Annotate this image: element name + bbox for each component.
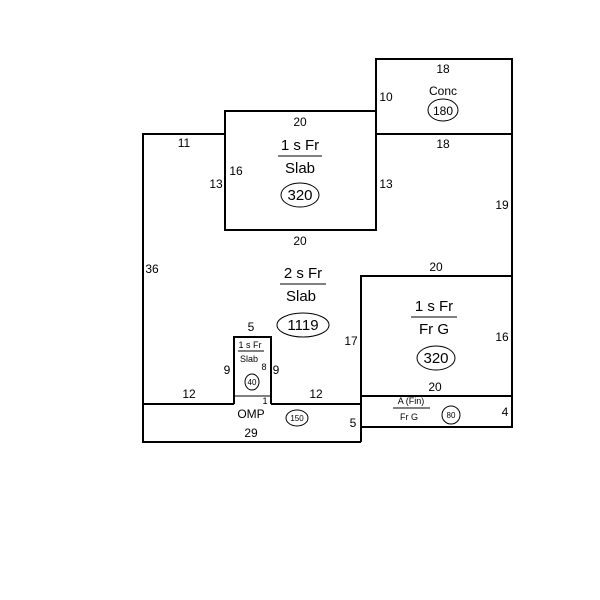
dim-porch-right-top: 12	[309, 387, 323, 401]
garage-area-ellipse	[427, 98, 459, 122]
porch-outline	[142, 404, 361, 443]
right-label-bottom: Fr G	[419, 321, 449, 338]
upper-left-section	[224, 110, 377, 231]
dim-right-left: 17	[344, 334, 358, 348]
garage-label: Conc	[429, 84, 457, 98]
dim-garage-top: 18	[436, 62, 450, 76]
right-section-labels: 1 s Fr Fr G 320	[411, 298, 457, 371]
garage-outline	[361, 58, 513, 428]
dim-porch-right: 5	[350, 416, 357, 430]
main-outline	[142, 133, 225, 404]
upper-left-area: 320	[287, 187, 312, 204]
walls	[142, 58, 513, 443]
right-area-ellipse	[416, 345, 456, 371]
attic-section-labels: A (Fin) Fr G 80	[393, 396, 461, 425]
dim-small-left: 9	[224, 363, 231, 377]
porch-label: OMP	[237, 407, 264, 421]
upper-left-section-labels: 1 s Fr Slab 320	[278, 137, 322, 208]
attic-area-ellipse	[441, 405, 461, 425]
dim-upper-right: 13	[379, 177, 393, 191]
attic-label-top: A (Fin)	[398, 396, 425, 406]
small-label-top: 1 s Fr	[238, 340, 261, 350]
dim-small-top: 5	[248, 320, 255, 334]
small-section-outline	[233, 336, 272, 404]
small-section-labels: 1 s Fr Slab 40	[238, 340, 264, 391]
dim-main-left: 36	[145, 262, 159, 276]
dimension-labels: 18 10 18 20 20 13 16 13 11 36 19 20 17 1…	[145, 62, 509, 440]
dim-upper-bottom: 20	[293, 234, 307, 248]
dim-right-top: 20	[429, 260, 443, 274]
upper-left-area-ellipse	[280, 182, 320, 208]
small-label-bottom: Slab	[240, 354, 258, 364]
porch-area-ellipse	[285, 409, 309, 427]
dim-garage-bottom: 18	[436, 137, 450, 151]
dim-garage-left: 10	[379, 90, 393, 104]
dim-porch-bottom: 29	[244, 426, 258, 440]
attic-area: 80	[447, 411, 456, 420]
dim-upper-top: 20	[293, 115, 307, 129]
dim-attic-right: 4	[502, 405, 509, 419]
main-area: 1119	[287, 317, 318, 334]
attic-label-bottom: Fr G	[400, 412, 418, 422]
dim-main-top-left: 11	[178, 136, 191, 150]
dim-porch-left-top: 12	[182, 387, 196, 401]
main-label-top: 2 s Fr	[284, 265, 322, 282]
porch-area: 150	[290, 414, 304, 423]
garage-area: 180	[433, 104, 453, 118]
right-section-outline	[360, 275, 512, 442]
dim-right-outer: 19	[495, 198, 509, 212]
porch-section-labels: OMP 150	[237, 407, 309, 427]
dim-small-bottom: 1	[262, 396, 267, 406]
main-label-bottom: Slab	[286, 288, 316, 305]
dim-right-right: 16	[495, 330, 509, 344]
dim-right-bottom: 20	[428, 380, 442, 394]
dim-small-right-inner: 8	[261, 362, 266, 372]
dim-small-right-outer: 9	[273, 363, 280, 377]
right-area: 320	[423, 350, 448, 367]
main-area-ellipse	[276, 312, 330, 338]
small-area-ellipse	[244, 373, 260, 391]
garage-section: Conc 180	[427, 84, 459, 122]
upper-left-label-top: 1 s Fr	[281, 137, 319, 154]
dim-upper-left-inner: 16	[229, 164, 243, 178]
small-area: 40	[248, 378, 257, 387]
main-section-labels: 2 s Fr Slab 1119	[276, 265, 330, 338]
dim-upper-left-outer: 13	[209, 177, 223, 191]
right-label-top: 1 s Fr	[415, 298, 453, 315]
upper-left-label-bottom: Slab	[285, 160, 315, 177]
